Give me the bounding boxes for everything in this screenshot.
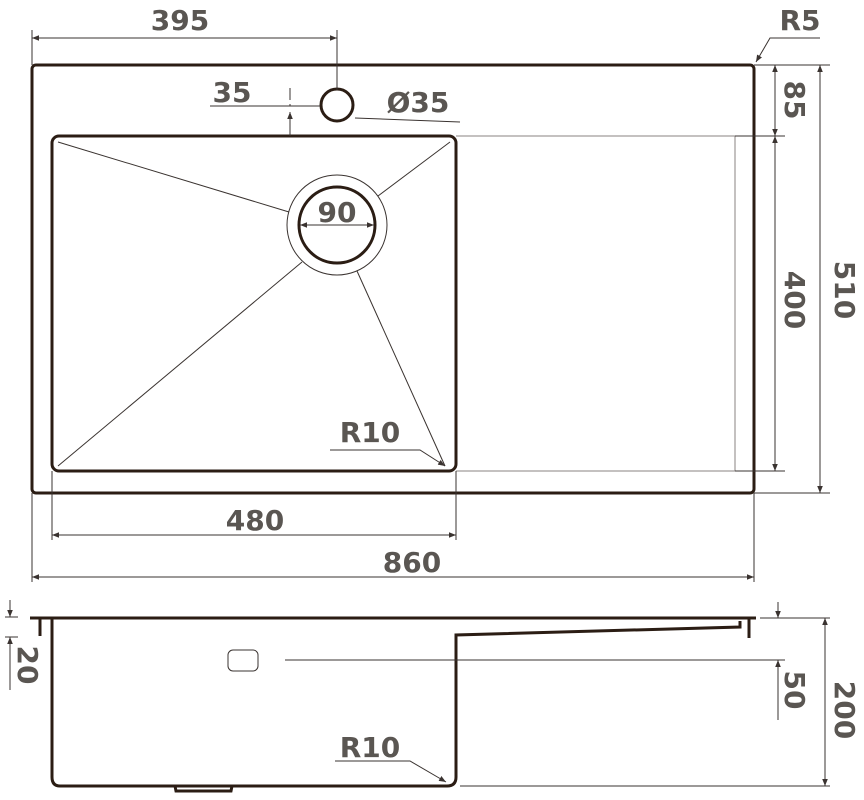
- dim-20: 20: [11, 646, 44, 685]
- bowl-outline: [50, 134, 458, 473]
- dim-860: 860: [383, 546, 441, 579]
- drain-inner: [297, 185, 377, 265]
- sink-outline: [30, 63, 756, 495]
- side-dimension-lines: [5, 600, 830, 787]
- dimension-lines: [31, 30, 830, 582]
- tap-hole: [319, 87, 355, 123]
- dim-85: 85: [778, 81, 811, 120]
- bowl-slope-lines: [57, 141, 451, 467]
- dim-35: 35: [213, 76, 252, 109]
- dim-side-radius: R10: [340, 731, 401, 764]
- drain-outer: [286, 174, 388, 276]
- dim-bowl-radius: R10: [340, 416, 401, 449]
- dim-200: 200: [828, 681, 861, 739]
- dim-drain: 90: [318, 196, 357, 229]
- side-view: 20 50 200 R10: [5, 600, 861, 793]
- bowl-profile: [50, 619, 742, 788]
- dim-400: 400: [778, 271, 811, 329]
- dim-395: 395: [151, 4, 209, 37]
- dim-tap-hole: Ø35: [387, 86, 450, 119]
- drain-bump: [173, 785, 234, 793]
- drainboard-area: [456, 135, 736, 472]
- dim-r5: R5: [779, 4, 820, 37]
- overflow-slot: [227, 649, 259, 672]
- dim-480: 480: [226, 504, 284, 537]
- top-view: 395 R5 35 Ø35 90 R10 85 400 510 480 860: [30, 4, 861, 582]
- dim-50: 50: [778, 671, 811, 710]
- dim-510: 510: [828, 261, 861, 319]
